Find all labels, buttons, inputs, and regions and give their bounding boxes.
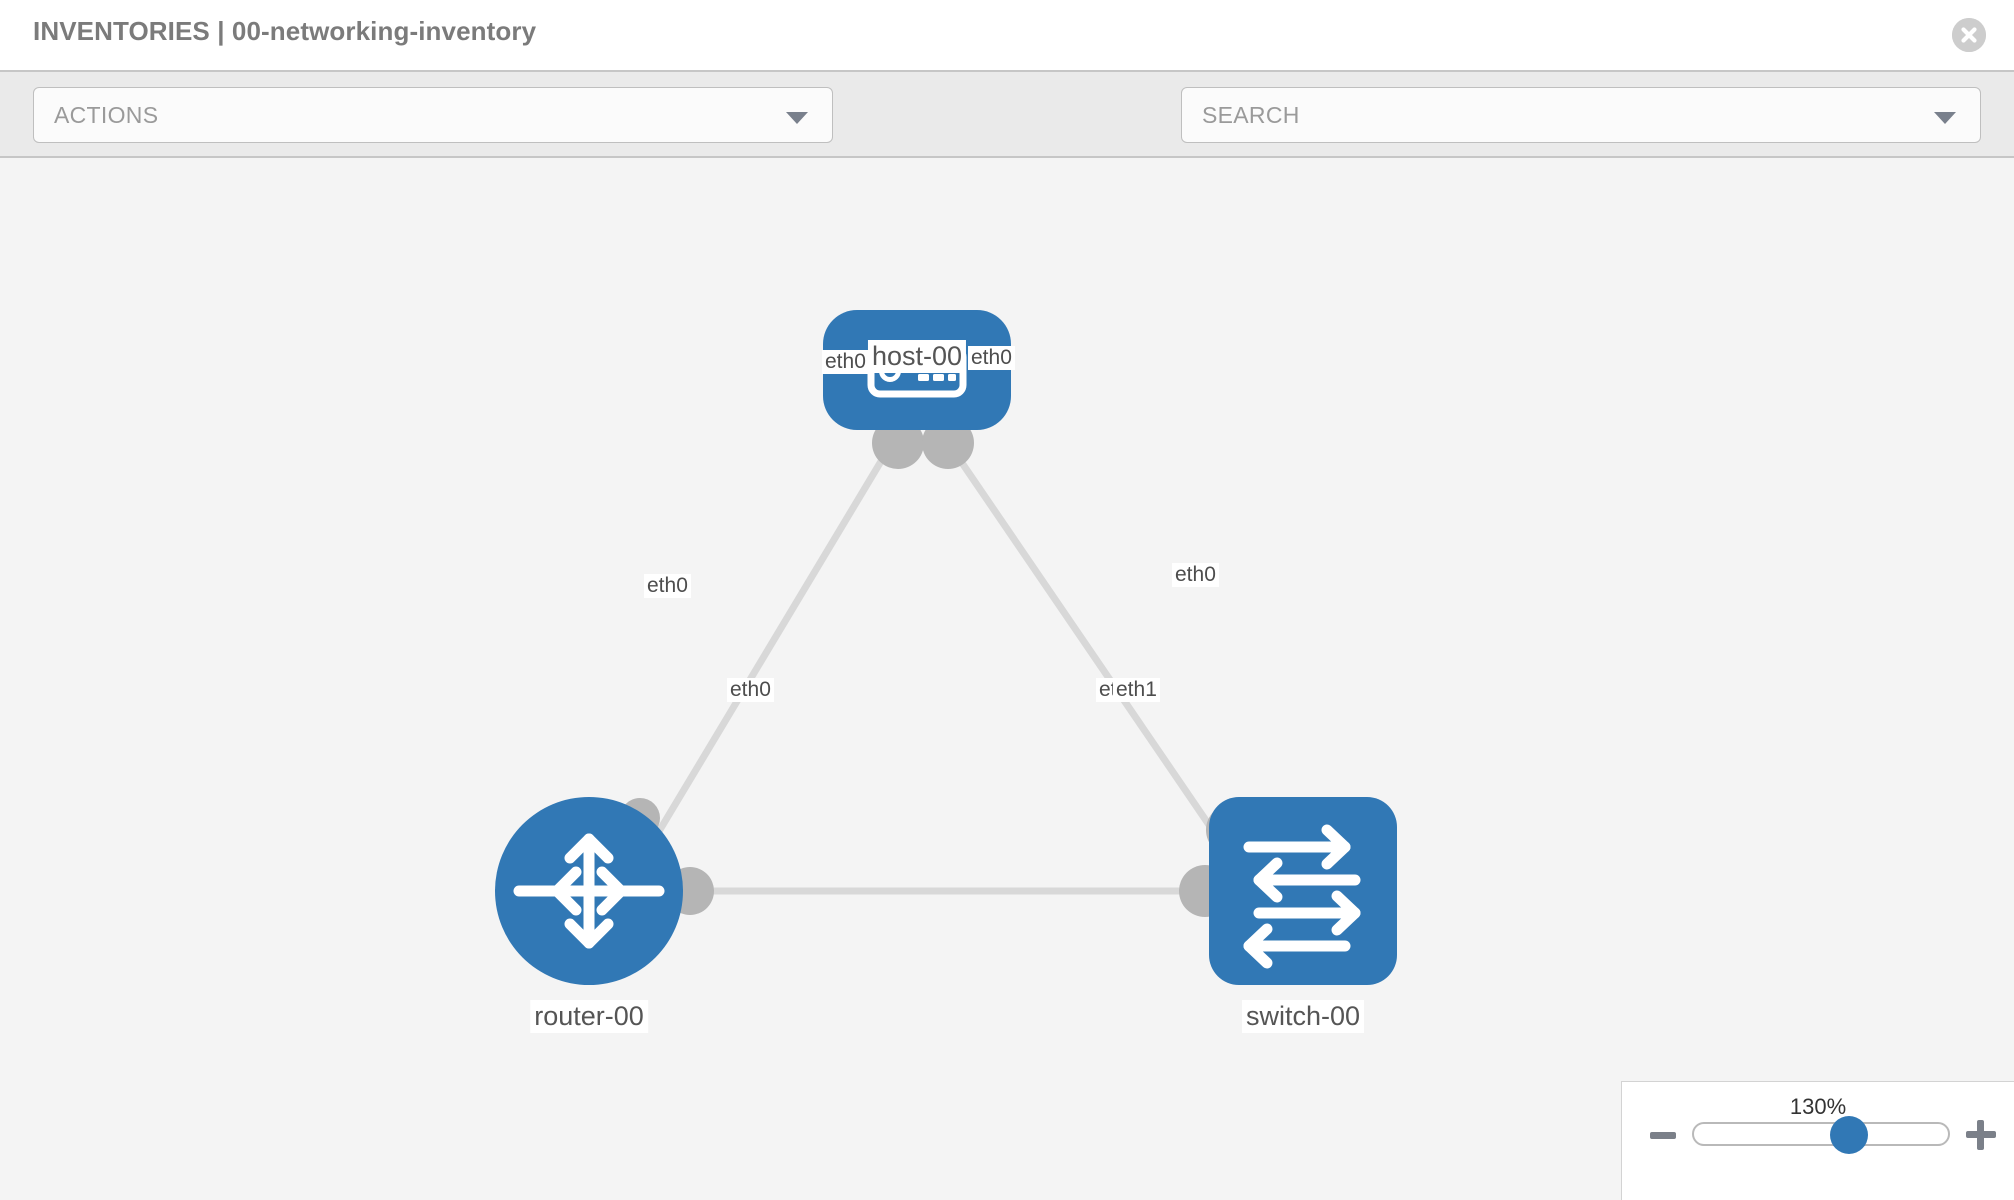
close-icon[interactable] [1952, 18, 1986, 52]
zoom-percent-label: 130% [1789, 1094, 1847, 1119]
chevron-down-icon [1934, 112, 1956, 124]
node-router-00[interactable] [495, 797, 683, 985]
window-header: INVENTORIES | 00-networking-inventory [0, 0, 2014, 70]
page-title: INVENTORIES | 00-networking-inventory [33, 16, 537, 46]
node-label-switch-00: switch-00 [1241, 1000, 1365, 1033]
iface-label-host-switch: eth0 [968, 346, 1015, 370]
zoom-out-button[interactable] [1650, 1132, 1676, 1139]
zoom-slider-thumb[interactable] [1830, 1116, 1869, 1154]
topology-canvas[interactable]: host-00 router-00 switch-00 eth0 eth0 et… [0, 158, 2014, 1200]
toolbar: ACTIONS SEARCH [0, 70, 2014, 204]
iface-label-router-switch: eth0 [727, 678, 774, 702]
zoom-slider-track[interactable] [1692, 1116, 1950, 1154]
search-placeholder: SEARCH [1202, 102, 1300, 128]
link-host-switch [942, 436, 1238, 865]
iface-label-router-host: eth0 [644, 574, 691, 598]
actions-dropdown-label: ACTIONS [54, 102, 159, 128]
actions-dropdown[interactable]: ACTIONS [33, 87, 833, 143]
topology-graph [495, 310, 1397, 985]
node-switch-00[interactable] [1209, 797, 1397, 985]
search-input[interactable]: SEARCH [1181, 87, 1981, 143]
zoom-control-panel: 130% [1621, 1081, 2014, 1200]
iface-label-switch-router: eth1 [1113, 678, 1160, 702]
iface-label-host-router: eth0 [822, 350, 869, 374]
zoom-in-button[interactable] [1966, 1120, 1996, 1150]
node-label-host-00: host-00 [867, 340, 967, 373]
link-host-router [636, 436, 899, 865]
chevron-down-icon [786, 112, 808, 124]
node-label-router-00: router-00 [530, 1000, 648, 1033]
iface-label-switch-host: eth0 [1172, 563, 1219, 587]
